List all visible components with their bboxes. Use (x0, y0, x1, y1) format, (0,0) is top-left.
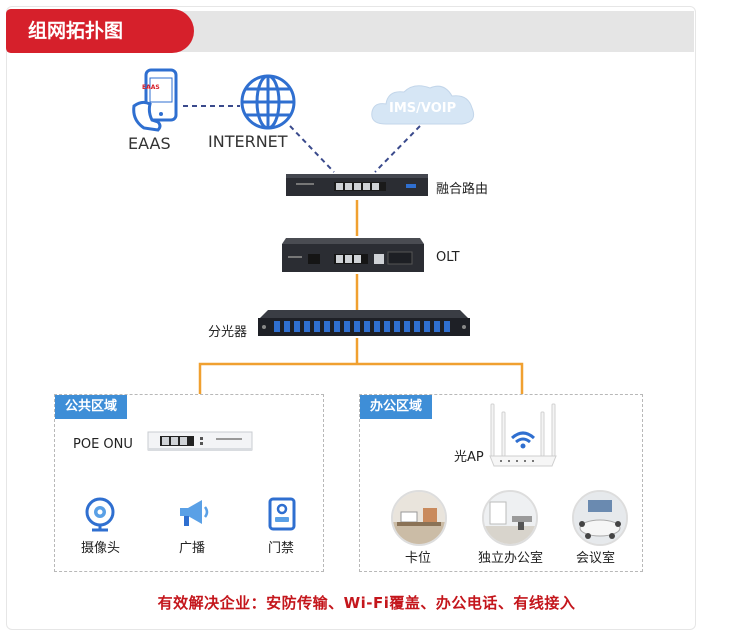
splitter-label: 分光器 (208, 325, 248, 340)
olt-device (282, 238, 424, 272)
public-zone (54, 394, 324, 572)
meeting-room-label: 会议室 (576, 551, 616, 566)
camera-icon (85, 497, 115, 532)
ap-device (489, 403, 557, 467)
ap-label: 光AP (454, 450, 484, 465)
eaas-phone-icon (132, 68, 178, 132)
summary-text: 有效解决企业：安防传输、Wi-Fi覆盖、办公电话、有线接入 (157, 594, 576, 612)
cloud-label: IMS/VOIP (389, 101, 457, 116)
internet-router-link (289, 125, 335, 173)
internet-label: INTERNET (208, 132, 288, 151)
private-office-label: 独立办公室 (478, 551, 544, 566)
router-label: 融合路由 (436, 182, 489, 197)
speaker-icon (180, 500, 209, 526)
broadcast-label: 广播 (179, 541, 206, 556)
router-device (286, 174, 428, 196)
access-control-label: 门禁 (268, 541, 295, 556)
cloud-router-link (374, 125, 421, 173)
workstation-image (391, 490, 447, 546)
cloud-icon (371, 85, 475, 125)
workstation-label: 卡位 (405, 551, 432, 566)
eaas-label: EAAS (128, 134, 171, 153)
private-office-image (482, 490, 538, 546)
camera-label: 摄像头 (81, 541, 121, 556)
globe-icon (240, 74, 296, 130)
page-title: 组网拓扑图 (6, 9, 194, 53)
splitter-device (258, 310, 470, 336)
public-zone-title: 公共区域 (55, 395, 128, 419)
meeting-room-image (572, 490, 628, 546)
onu-device (147, 431, 253, 451)
access-control-icon (268, 497, 296, 531)
onu-label: POE ONU (73, 437, 133, 452)
eaas-phone-text: EAAS (142, 84, 160, 91)
olt-label: OLT (436, 250, 460, 265)
office-zone-title: 办公区域 (360, 395, 433, 419)
